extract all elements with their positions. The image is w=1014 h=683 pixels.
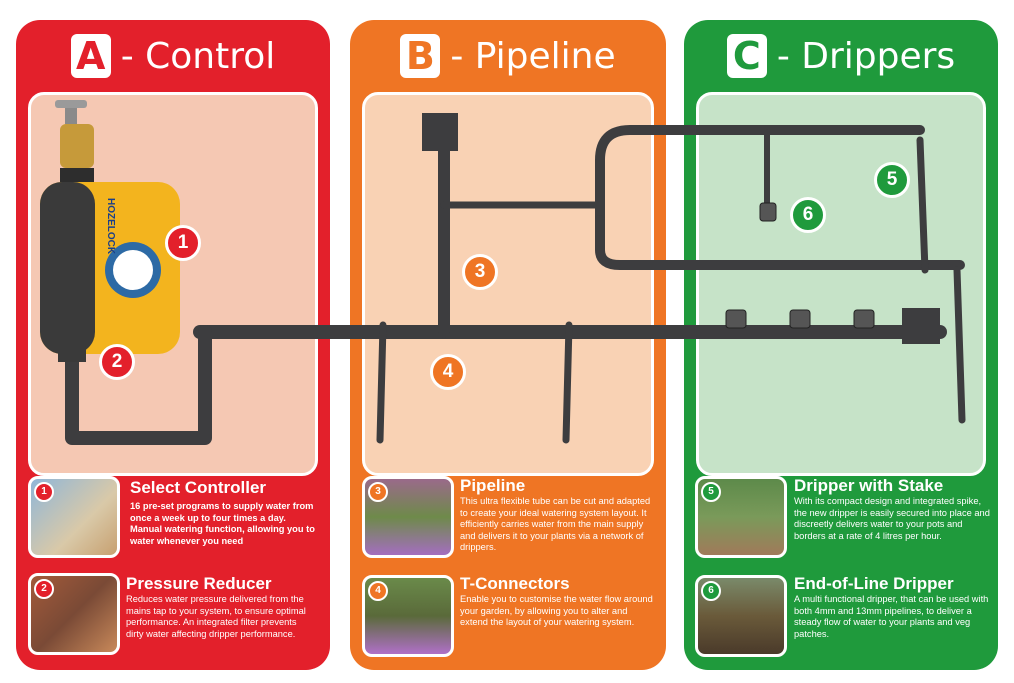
card-number-3: 3	[368, 482, 388, 502]
callout-4: 4	[430, 354, 466, 390]
card-number-5: 5	[701, 482, 721, 502]
end-cap-box	[902, 308, 940, 344]
card-number-4: 4	[368, 581, 388, 601]
card-desc-6: A multi functional dripper, that can be …	[794, 594, 989, 639]
inline-dripper-1	[725, 309, 747, 329]
callout-2: 2	[99, 344, 135, 380]
card-image-6: 6	[695, 575, 787, 657]
card-desc-2: Reduces water pressure delivered from th…	[126, 594, 306, 639]
dripper-6-body	[759, 202, 777, 222]
inline-dripper-3	[853, 309, 875, 329]
card-title-1: Select Controller	[130, 478, 267, 497]
card-image-5: 5	[695, 476, 787, 558]
controller-loop-pipe	[65, 325, 212, 445]
callout-5: 5	[874, 162, 910, 198]
card-image-4: 4	[362, 575, 454, 657]
card-desc-3: This ultra flexible tube can be cut and …	[460, 496, 651, 553]
panel-letter-c: C	[726, 34, 767, 78]
panel-title-text-b: - Pipeline	[450, 35, 616, 77]
stake-right	[953, 266, 966, 424]
panel-title-text-c: - Drippers	[776, 35, 956, 77]
stake-b-left	[376, 321, 387, 444]
panel-title-pipeline: B - Pipeline	[350, 34, 666, 78]
panel-letter-a: A	[70, 34, 111, 78]
card-title-3: Pipeline	[460, 476, 526, 495]
tap-icon	[55, 100, 94, 184]
drippers-diagram-area	[696, 92, 986, 476]
card-desc-1: 16 pre-set programs to supply water from…	[130, 501, 315, 546]
card-image-1: 1	[28, 476, 120, 558]
controller-brand-label: HOZELOCK	[105, 198, 116, 255]
card-number-6: 6	[701, 581, 721, 601]
card-title-2: Pressure Reducer	[126, 574, 272, 593]
card-number-2: 2	[34, 579, 54, 599]
card-title-6: End-of-Line Dripper	[794, 574, 954, 593]
card-number-1: 1	[34, 482, 54, 502]
callout-3: 3	[462, 254, 498, 290]
riser-top-box	[422, 113, 458, 151]
stake-b-right	[562, 321, 573, 444]
card-title-4: T-Connectors	[460, 574, 570, 593]
callout-1: 1	[165, 225, 201, 261]
upper-loop-pipe	[595, 125, 925, 225]
panel-pipeline: B - Pipeline	[350, 20, 666, 670]
card-desc-5: With its compact design and integrated s…	[794, 496, 990, 541]
card-image-3: 3	[362, 476, 454, 558]
panel-letter-b: B	[400, 34, 441, 78]
lower-loop-pipe	[595, 215, 965, 270]
panel-title-drippers: C - Drippers	[684, 34, 998, 78]
stake-5	[916, 136, 929, 274]
inline-dripper-2	[789, 309, 811, 329]
controller-device	[40, 182, 180, 362]
card-title-5: Dripper with Stake	[794, 476, 944, 495]
card-desc-4: Enable you to customise the water flow a…	[460, 594, 653, 628]
panel-title-control: A - Control	[16, 34, 330, 78]
pipeline-diagram-area	[362, 92, 654, 476]
callout-6: 6	[790, 197, 826, 233]
panel-title-text-a: - Control	[120, 35, 276, 77]
card-image-2: 2	[28, 573, 120, 655]
